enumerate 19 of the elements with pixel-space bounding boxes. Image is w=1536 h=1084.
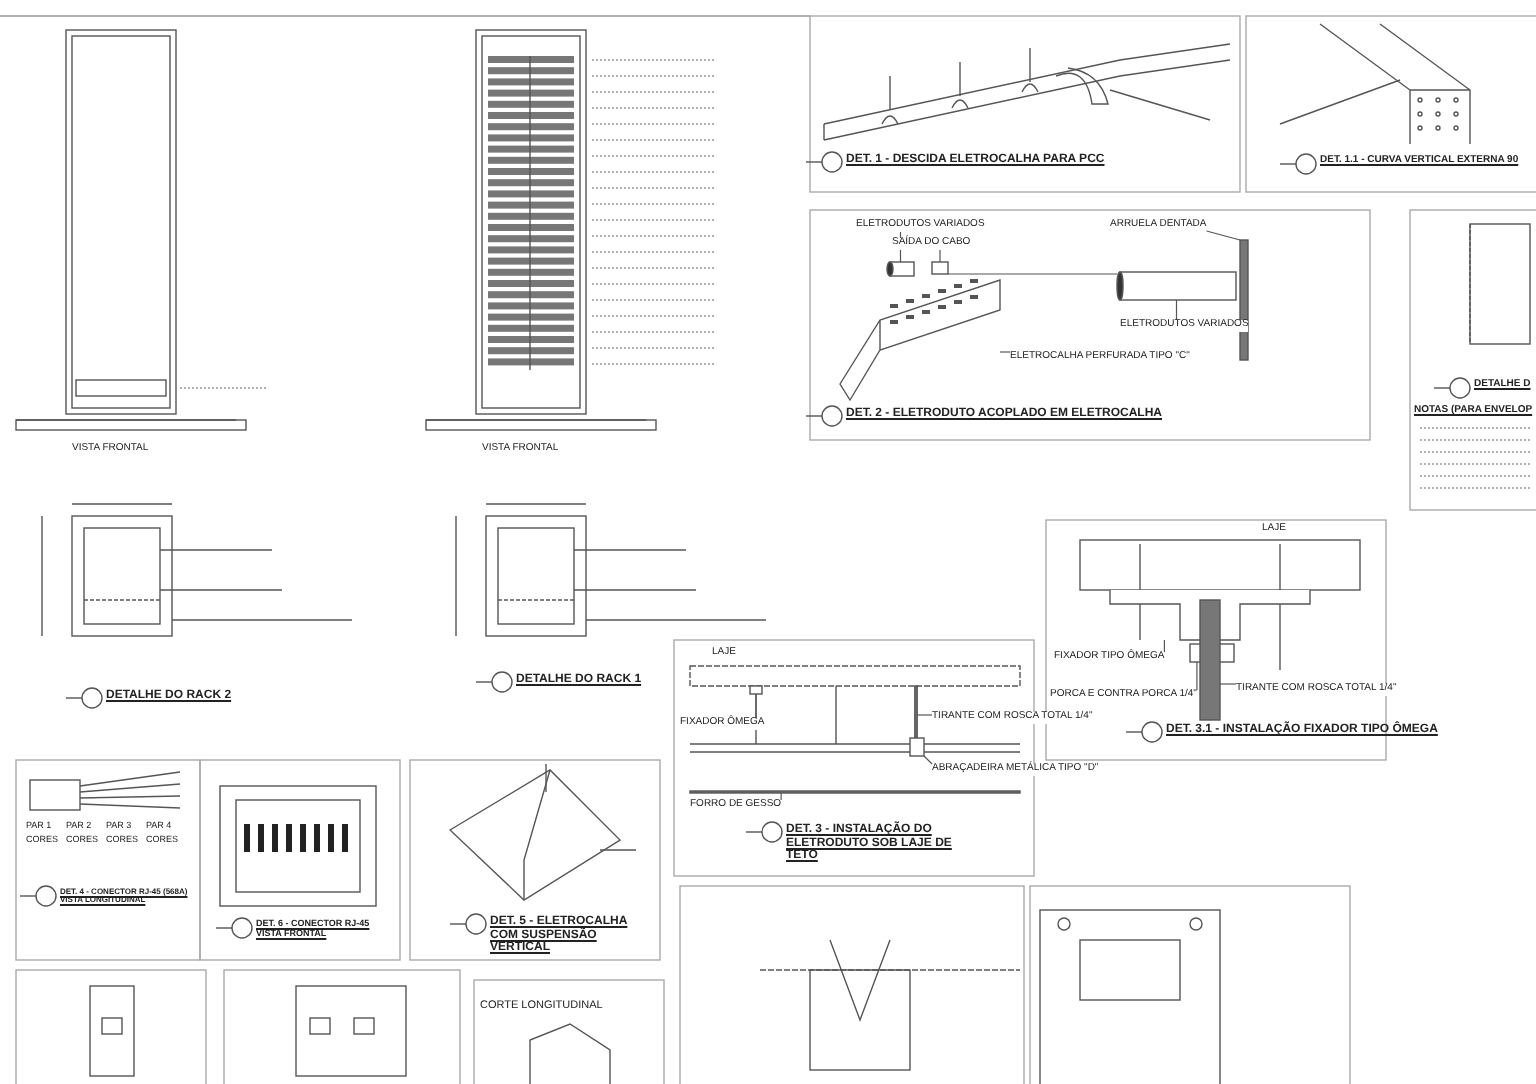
leader-line [780,792,782,801]
pipe-clamp-drawing [909,737,925,757]
cable-outlet-drawing [931,261,949,275]
leader-line [947,273,1118,275]
leader-line [999,351,1011,353]
conduit-drawing [886,261,915,277]
hanger-bracket-drawing [749,685,763,695]
perforated-tray-drawing [839,279,1001,401]
leader-line [1196,661,1198,691]
threaded-rod-drawing [1199,599,1221,721]
leader-line [939,248,941,263]
leader-line [916,714,933,716]
conduit-drawing [1116,271,1237,301]
leader-line [755,693,757,719]
leader-line [1219,683,1237,685]
leader-line [1163,639,1165,653]
leader-line [1175,299,1178,321]
ceiling-line-drawing [689,790,1021,794]
leader-line [1205,230,1241,241]
